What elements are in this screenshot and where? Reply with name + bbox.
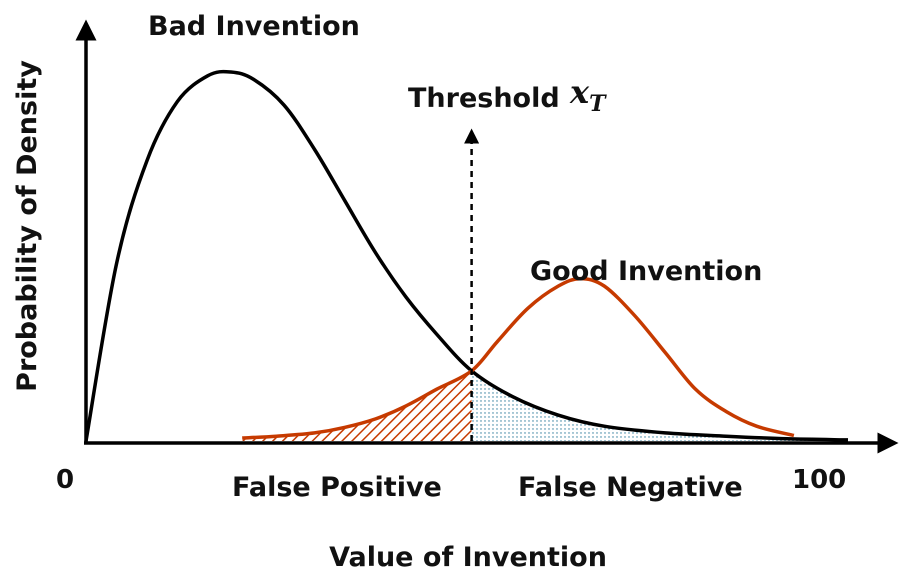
bad-invention-curve [84, 69, 849, 442]
false-negative-area [471, 370, 848, 441]
threshold-symbol-x: x [569, 73, 590, 111]
x-tick-0: 0 [56, 465, 74, 495]
x-tick-100: 100 [792, 465, 846, 495]
false-positive-label: False Positive [232, 472, 442, 503]
y-axis-label: Probability of Density [12, 60, 43, 392]
bad-invention-label: Bad Invention [148, 11, 360, 42]
threshold-symbol-subscript: T [589, 91, 607, 117]
false-negative-label: False Negative [518, 472, 743, 503]
good-invention-label: Good Invention [530, 256, 762, 287]
x-axis-label: Value of Invention [329, 542, 607, 573]
threshold-label: Threshold [408, 83, 560, 114]
good-invention-curve [242, 276, 795, 440]
threshold-symbol: xT [569, 73, 607, 117]
false-positive-area [242, 370, 472, 441]
